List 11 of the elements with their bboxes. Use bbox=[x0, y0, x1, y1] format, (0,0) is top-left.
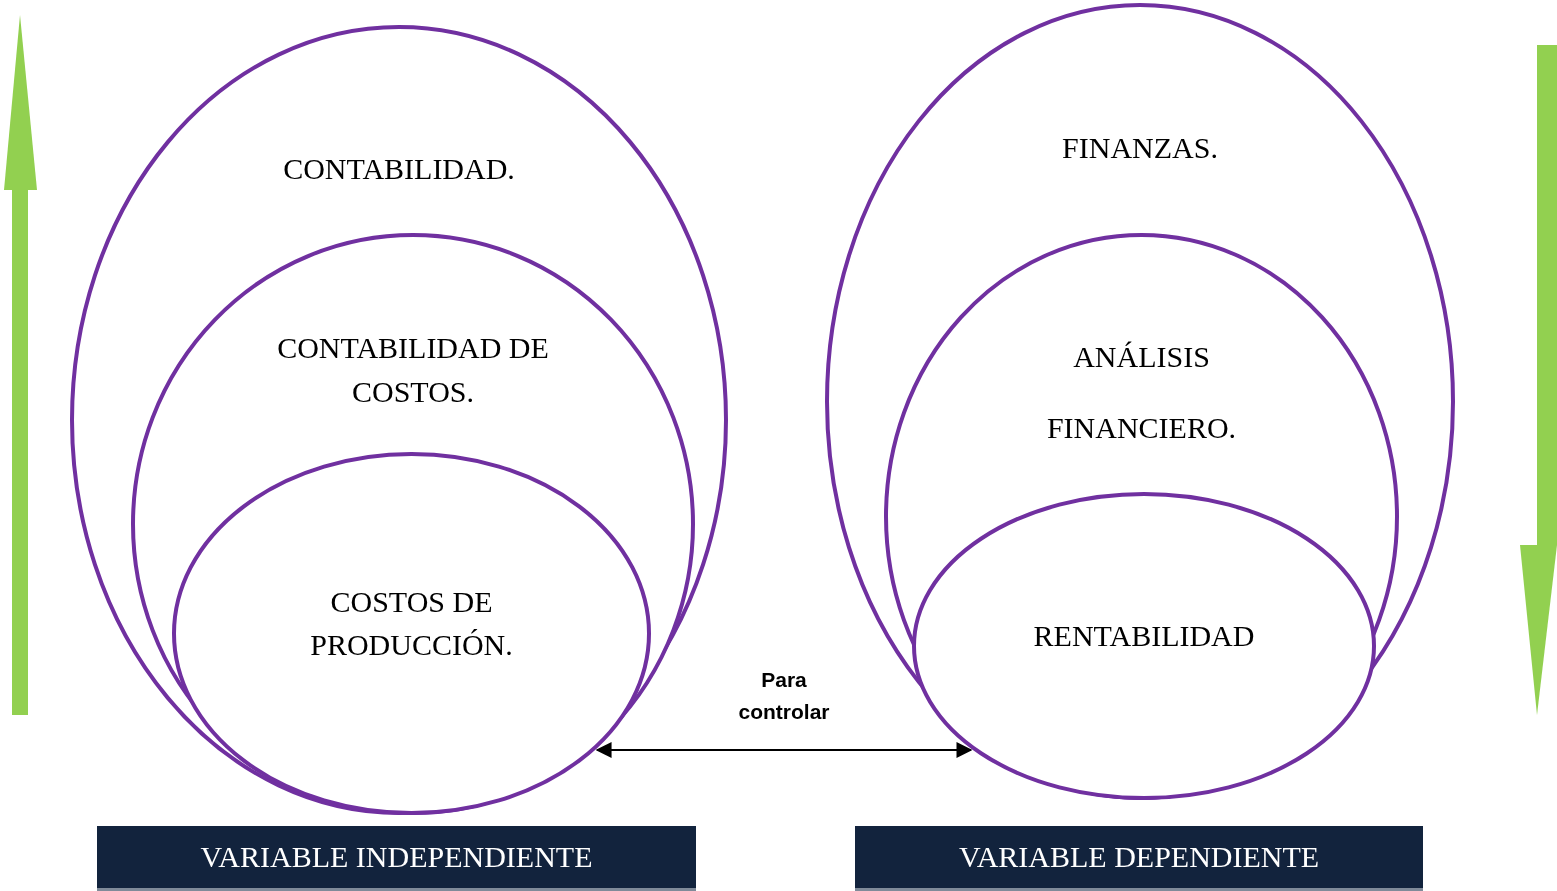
variable-banner bbox=[855, 826, 1423, 891]
node-label: COSTOS DE PRODUCCIÓN. bbox=[309, 584, 514, 663]
node-label: ANÁLISIS FINANCIERO. bbox=[1045, 339, 1238, 446]
double-arrow bbox=[595, 742, 973, 758]
node-label: RENTABILIDAD bbox=[1032, 618, 1256, 654]
banner-text: VARIABLE DEPENDIENTE bbox=[958, 840, 1320, 874]
variable-banner bbox=[97, 826, 696, 891]
node-label: CONTABILIDAD DE COSTOS. bbox=[276, 330, 550, 410]
node-label: FINANZAS. bbox=[1061, 130, 1219, 166]
node-label: CONTABILIDAD. bbox=[282, 151, 516, 187]
banner-text: VARIABLE INDEPENDIENTE bbox=[200, 840, 593, 874]
